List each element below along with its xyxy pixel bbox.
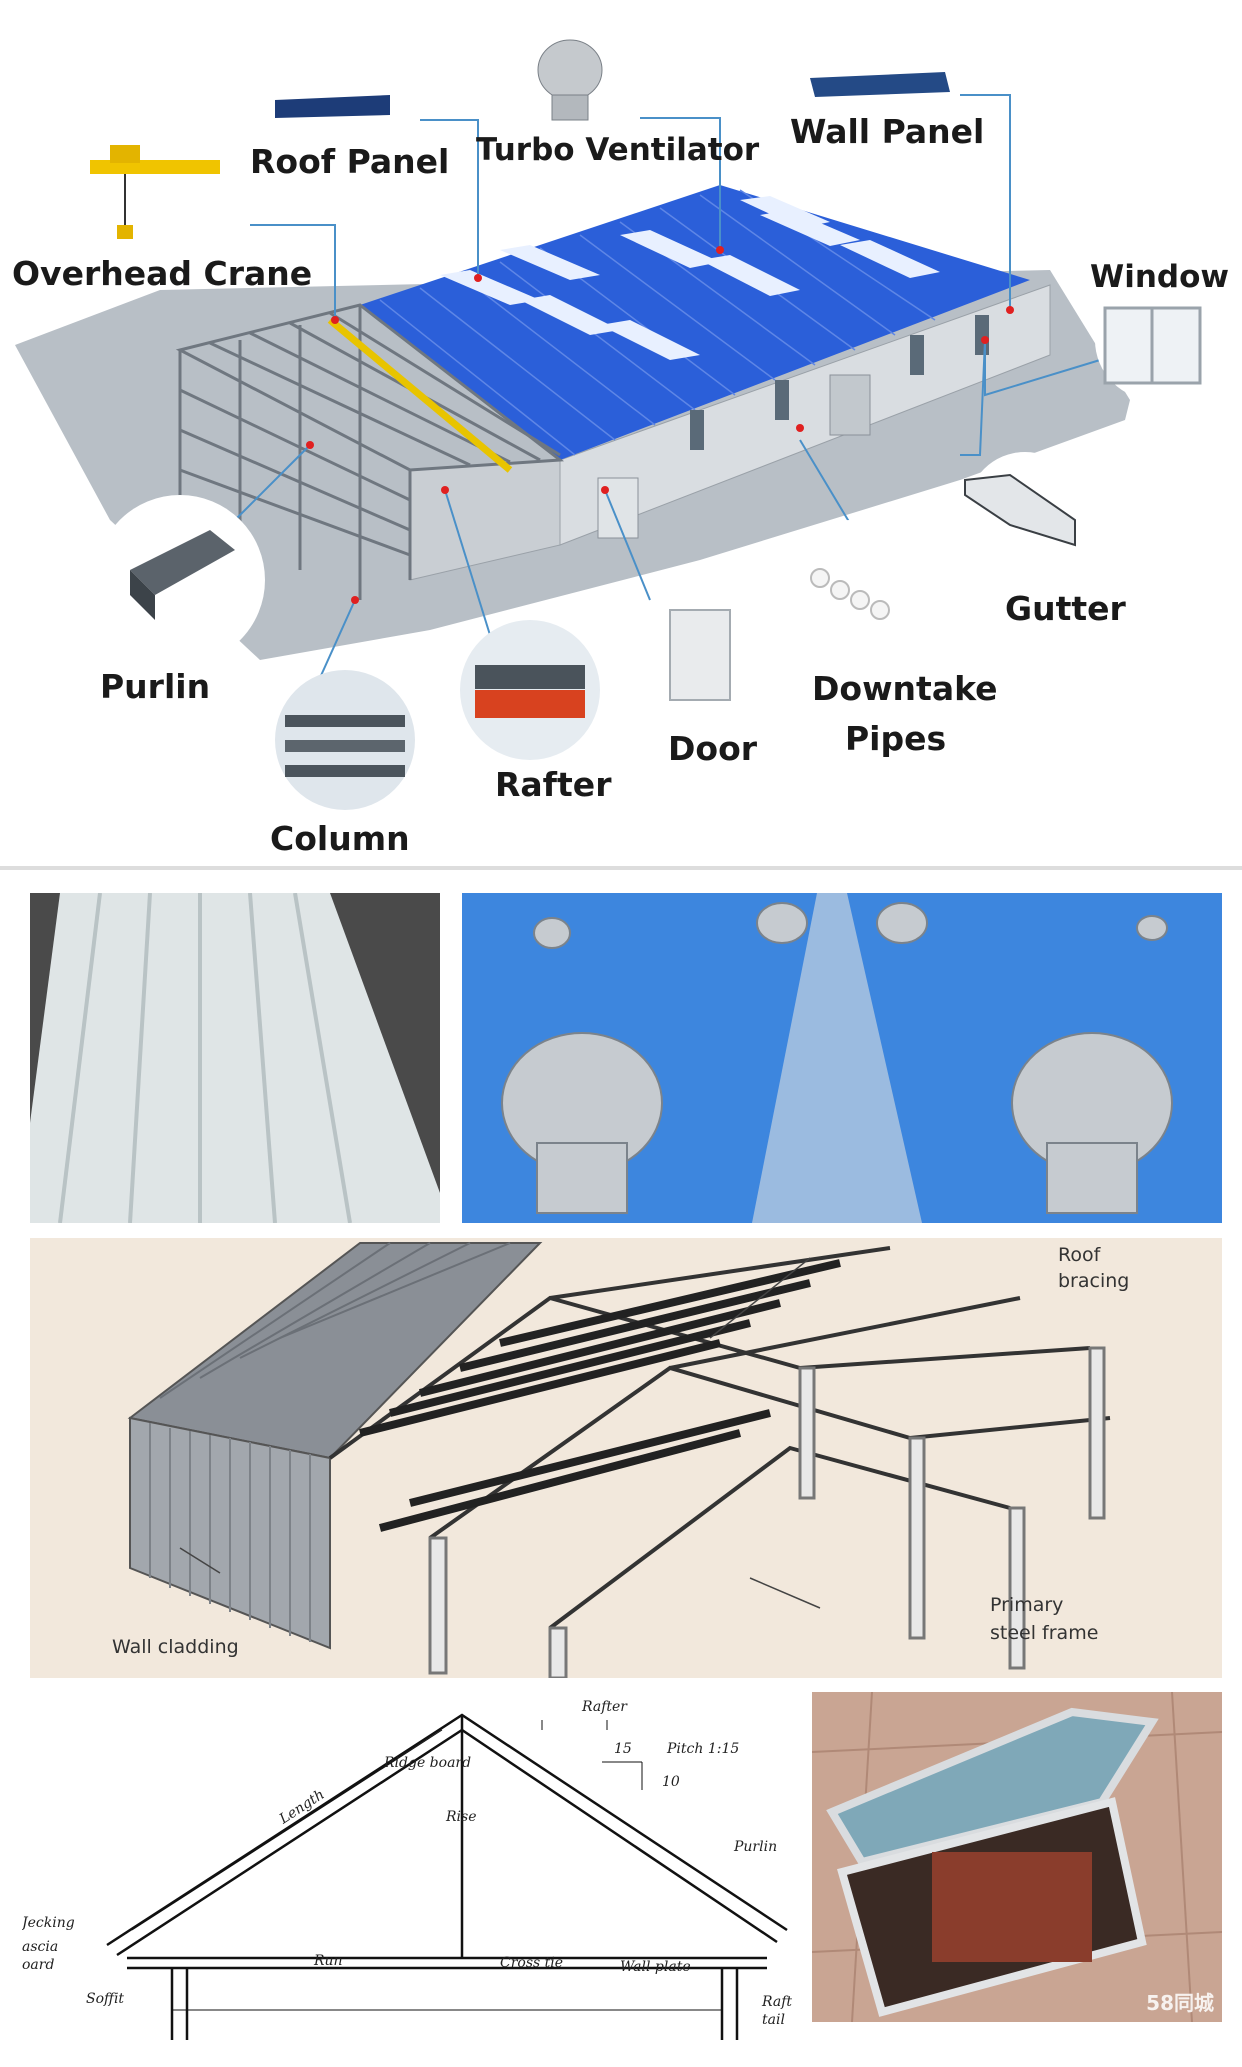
- gutter-thumb: [964, 452, 1083, 568]
- truss-label-run: Run: [314, 1953, 343, 1969]
- truss-label-cross-tie: Cross tie: [500, 1955, 564, 1971]
- roof-panel-icon: [275, 95, 390, 118]
- truss-label-rafter-tail-line2: tail: [762, 2012, 785, 2028]
- section-divider: [0, 866, 1242, 870]
- truss-label-fascia-line1: ascia: [22, 1939, 59, 1955]
- truss-label-ridge-board: Ridge board: [384, 1755, 472, 1771]
- door-thumb: [635, 595, 765, 725]
- label-rafter: Rafter: [495, 765, 612, 804]
- window-icon: [1095, 280, 1215, 400]
- truss-label-fascia-line2: oard: [22, 1957, 55, 1973]
- photo-translucent-roof-sheet: [30, 893, 440, 1223]
- marker-dots: [306, 246, 1014, 604]
- label-roof-bracing-line1: Roof: [1058, 1244, 1101, 1266]
- truss-label-wall-plate: Wall plate: [620, 1959, 691, 1975]
- purlin-thumb: [95, 495, 265, 665]
- truss-label-rise: Rise: [446, 1809, 477, 1825]
- roof-truss-drawing: [106, 1713, 788, 2040]
- truss-label-rafter-tail-line1: Raft: [762, 1994, 793, 2010]
- turbo-ventilator-icon: [537, 39, 603, 121]
- truss-label-decking: Jecking: [22, 1915, 75, 1931]
- truss-label-pitch-rise: 10: [662, 1774, 680, 1790]
- steel-frame-diagram: Roof bracing Wall cladding Primary steel…: [30, 1238, 1222, 1678]
- downtake-pipes-thumb: [790, 520, 910, 640]
- label-downtake-line2: Pipes: [845, 719, 947, 758]
- label-gutter: Gutter: [1005, 589, 1126, 628]
- label-wall-panel: Wall Panel: [790, 112, 985, 151]
- label-roof-panel: Roof Panel: [250, 142, 450, 181]
- truss-label-pitch: Pitch 1:15: [667, 1741, 740, 1757]
- overhead-crane-icon: [90, 145, 220, 239]
- label-door: Door: [668, 729, 758, 768]
- label-turbo-ventilator: Turbo Ventilator: [476, 132, 760, 168]
- label-primary-line1: Primary: [990, 1594, 1064, 1616]
- building-diagram: Roof Panel Turbo Ventilator Wall Panel O…: [0, 0, 1242, 860]
- steel-frame-drawing: [127, 1242, 1111, 1678]
- column-thumb: [275, 670, 415, 810]
- truss-label-pitch-run: 15: [614, 1741, 632, 1757]
- purlin-lines: [359, 1259, 841, 1532]
- watermark: 58同城: [1146, 1991, 1214, 2015]
- truss-label-purlin: Purlin: [734, 1839, 778, 1855]
- rafter-thumb: [460, 620, 600, 760]
- label-primary-line2: steel frame: [990, 1622, 1099, 1644]
- crane-beam: [327, 317, 513, 473]
- side-door: [829, 374, 871, 436]
- truss-label-soffit: Soffit: [86, 1991, 125, 2007]
- label-column: Column: [270, 819, 410, 858]
- label-overhead-crane: Overhead Crane: [12, 254, 313, 293]
- building-illustration: [15, 39, 1215, 810]
- label-roof-bracing-line2: bracing: [1058, 1270, 1130, 1292]
- wall-panel-icon: [810, 72, 950, 97]
- label-window: Window: [1090, 259, 1230, 295]
- label-wall-cladding: Wall cladding: [112, 1636, 239, 1658]
- roof-truss-diagram: Rafter Pitch 1:15 15 10 Ridge board Leng…: [22, 1690, 802, 2045]
- label-purlin: Purlin: [100, 667, 211, 706]
- label-downtake-line1: Downtake: [812, 669, 998, 708]
- truss-label-rafter: Rafter: [582, 1699, 627, 1715]
- photo-turbo-ventilators: [462, 893, 1222, 1223]
- photo-roof-skylight: 58同城: [812, 1692, 1222, 2022]
